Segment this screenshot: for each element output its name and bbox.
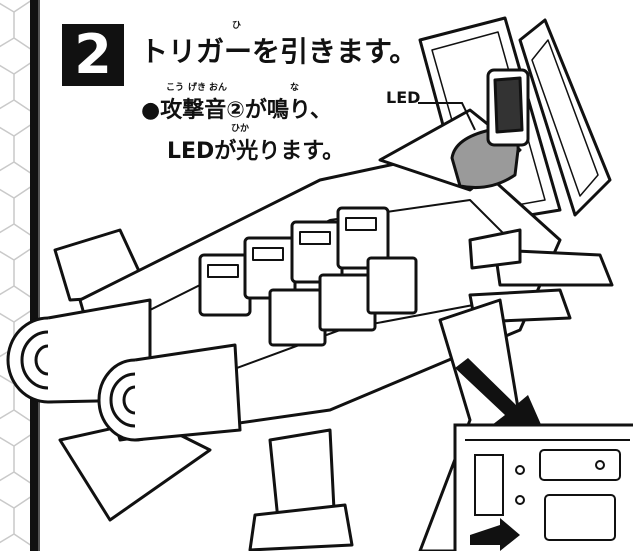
- ruby-na: な: [290, 83, 300, 93]
- step-number-badge: 2: [62, 24, 124, 86]
- trigger-detail-inset: [453, 423, 633, 551]
- title-ruby: ひ: [232, 21, 242, 31]
- detail-arrow: [455, 358, 550, 445]
- instruction-sound: ●攻撃音②が鳴り、: [141, 98, 332, 123]
- left-border-rail: [30, 0, 40, 551]
- front-nozzle: [97, 343, 242, 442]
- instruction-led: LEDが光ります。: [167, 139, 345, 164]
- led-callout-label: LED: [386, 88, 421, 107]
- ruby-kou: こう: [166, 83, 185, 93]
- ruby-on: おん: [209, 83, 228, 93]
- led-pointer-line: [418, 102, 476, 131]
- right-wing: [518, 18, 612, 217]
- ruby-hika: ひか: [231, 124, 250, 134]
- ruby-geki: げき: [188, 83, 207, 93]
- step-title: トリガーを引きます。: [140, 35, 418, 68]
